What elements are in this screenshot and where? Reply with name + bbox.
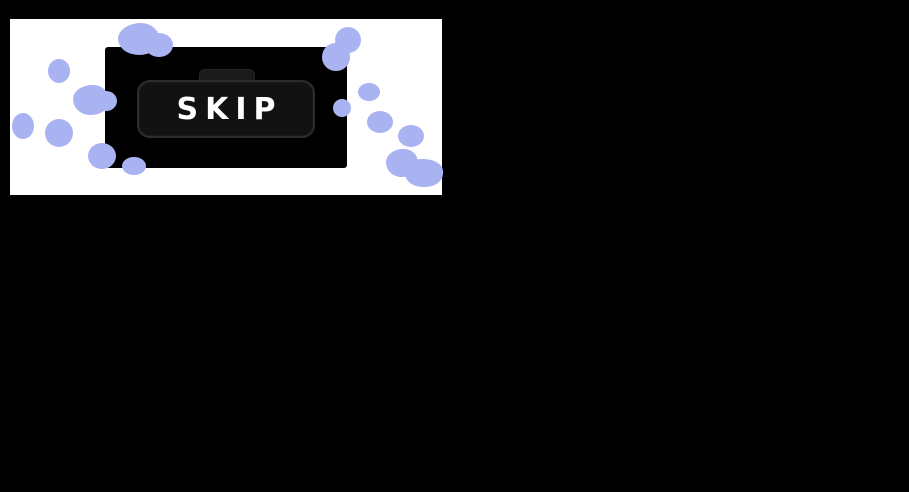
paint-blob <box>48 59 70 83</box>
paint-blob <box>398 125 424 147</box>
paint-blob <box>322 43 350 71</box>
paint-blob <box>367 111 393 133</box>
paint-blob <box>95 91 117 111</box>
paint-blob <box>358 83 380 101</box>
paint-blob <box>122 157 146 175</box>
paint-blob <box>333 99 351 117</box>
paint-blob <box>88 143 116 169</box>
paint-blob <box>45 119 73 147</box>
paint-blob <box>12 113 34 139</box>
skip-button[interactable]: SKIP <box>137 80 315 138</box>
paint-blob <box>145 33 173 57</box>
game-panel: SKIP <box>10 19 443 195</box>
ad-overlay: SKIP <box>105 47 347 168</box>
paint-blob <box>405 159 443 187</box>
